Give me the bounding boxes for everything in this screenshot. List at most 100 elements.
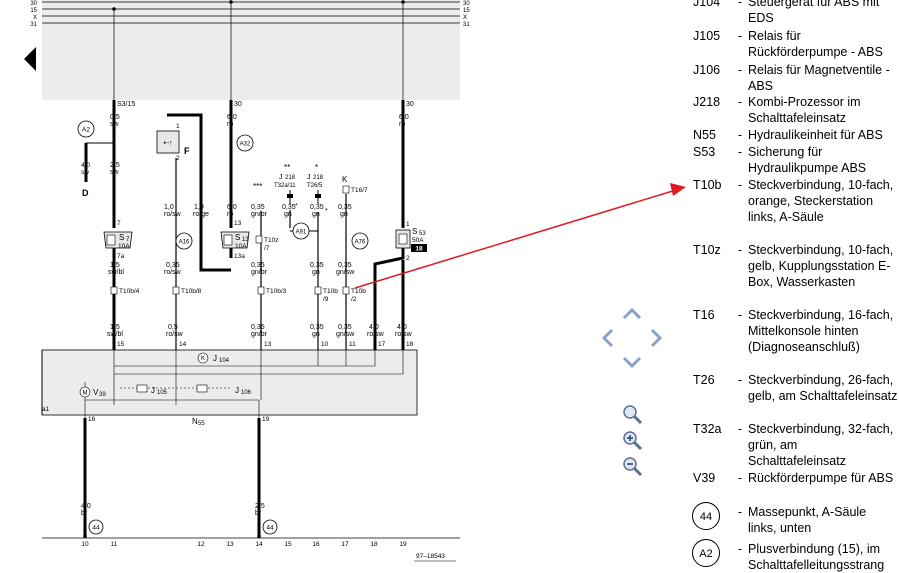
connector-a32	[236, 134, 254, 152]
wire-size: 0,35	[310, 204, 324, 211]
zoom-in-icon[interactable]	[622, 430, 644, 452]
ground-44-left	[88, 519, 104, 535]
wire-size: 6,0	[227, 204, 237, 211]
legend-dash: -	[738, 145, 743, 159]
wire-color: br	[81, 510, 88, 517]
wire-color: gn	[340, 211, 348, 218]
switch-f	[156, 130, 180, 154]
pin-label: 14	[179, 341, 187, 348]
pin-label: 7a	[117, 253, 125, 260]
zoom-icon[interactable]	[622, 404, 644, 426]
legend-desc: Steckverbindung, 26-fach, gelb, am Schal…	[748, 373, 898, 403]
wire-size: 0,35	[251, 204, 265, 211]
f-label: F	[184, 146, 190, 156]
legend-desc: Steckverbindung, 10-fach, gelb, Kupplung…	[748, 243, 894, 289]
wire-color: gn	[312, 331, 320, 338]
wire-size: 4,0	[397, 324, 407, 331]
pin-label: 10	[321, 341, 329, 348]
module-j104	[41, 349, 418, 416]
motor-v39	[79, 386, 91, 398]
k-label: K	[342, 175, 348, 184]
wire-size: 6,0	[227, 114, 237, 121]
legend-dash: -	[738, 95, 743, 109]
connector-label: T10b/4	[119, 288, 140, 295]
connector-label: T16/7	[351, 187, 368, 194]
legend-dash: -	[738, 0, 743, 9]
terminal-label: 30	[234, 101, 242, 108]
rail-panel	[42, 0, 460, 100]
wire-size: 0,5	[110, 114, 120, 121]
legend-dash: -	[738, 471, 743, 485]
wire-color: gn/br	[251, 331, 268, 338]
nav-up-icon[interactable]	[622, 306, 642, 320]
j218-label: J	[279, 174, 283, 181]
j104-label: J	[213, 354, 217, 363]
pin-label: 13	[234, 220, 242, 227]
legend-code: J218	[693, 95, 721, 109]
j105-label-sub: 105	[157, 390, 168, 396]
wire-color: ro	[227, 211, 233, 218]
wire-color: ro/sw	[395, 331, 413, 338]
legend-dash: -	[738, 505, 743, 519]
legend-code: T16	[693, 308, 715, 322]
legend-desc: Steckverbindung, 32-fach, grün, am Schal…	[748, 422, 894, 468]
wire-size: 1,5	[110, 262, 120, 269]
terminal-label: 30	[406, 101, 414, 108]
ground-label: 44	[266, 525, 274, 532]
ground-label: 44	[92, 525, 100, 532]
wire-size: 4,0	[81, 162, 90, 169]
legend-dash: -	[738, 542, 743, 556]
wire-size: 0,35	[338, 324, 352, 331]
n55-label-sub: 55	[198, 421, 205, 427]
connector-label: T10b/8	[181, 288, 202, 295]
wire-color: ro/sw	[164, 211, 182, 218]
zoom-out-icon[interactable]	[622, 456, 644, 478]
wire-size: 2,5	[255, 503, 265, 510]
legend-code: T10b	[693, 178, 722, 192]
fuse-amp: 10A	[235, 243, 247, 250]
nav-right-icon[interactable]	[650, 328, 664, 348]
pin-label: 13	[264, 341, 272, 348]
legend-desc: Steuergerät für ABS mit EDS	[748, 0, 880, 25]
connector-a16	[175, 232, 193, 250]
wire-size: 0,5	[168, 324, 178, 331]
wire-size: 6,0	[399, 114, 409, 121]
motor-symbol: M	[83, 391, 88, 397]
wire-size: 1,0	[194, 204, 204, 211]
nav-down-icon[interactable]	[622, 356, 642, 370]
page-prev-icon[interactable]	[22, 46, 38, 72]
wire-color: sw	[81, 169, 89, 176]
terminal-label: S3/15	[117, 101, 135, 108]
legend-dash: -	[738, 373, 743, 387]
navigation-controls	[598, 304, 670, 479]
pin-label: 1	[406, 221, 410, 228]
wire-color: gn	[312, 211, 320, 218]
rail-label-right: 30	[463, 1, 470, 7]
j104-label-sub: 104	[219, 358, 230, 364]
fuse-amp: 10A	[118, 243, 130, 250]
note-marker: **	[284, 163, 290, 172]
j218-label-sub: 218	[285, 175, 296, 181]
relay-j105	[136, 384, 148, 393]
track-number: 15	[284, 541, 292, 548]
legend-code: J104	[693, 0, 721, 9]
wire-color: gn/br	[251, 211, 268, 218]
wire-size: 0,35	[282, 204, 296, 211]
wire-color: gn/br	[251, 269, 268, 276]
fuse-label: S	[235, 233, 240, 242]
wire-size: 4,0	[81, 503, 91, 510]
nav-left-icon[interactable]	[600, 328, 614, 348]
pin-label: 2	[176, 155, 180, 162]
wire-color: gn/sw	[336, 269, 355, 276]
wire-color: gn	[312, 269, 320, 276]
legend-dash: -	[738, 308, 743, 322]
fuse-box-number: 18	[415, 246, 423, 253]
legend-code: J105	[693, 29, 721, 43]
legend-dash: -	[738, 29, 743, 43]
wiring-diagram: 30 15 X 31 30 15 X 31 S3/15 30 30 A2 4,0…	[30, 0, 470, 562]
legend-code: N55	[693, 128, 716, 142]
legend-desc: Rückförderpumpe für ABS	[748, 471, 894, 485]
note-marker: *	[295, 203, 298, 210]
legend-code: T32a	[693, 422, 722, 436]
pin-label: 13a	[234, 253, 245, 260]
